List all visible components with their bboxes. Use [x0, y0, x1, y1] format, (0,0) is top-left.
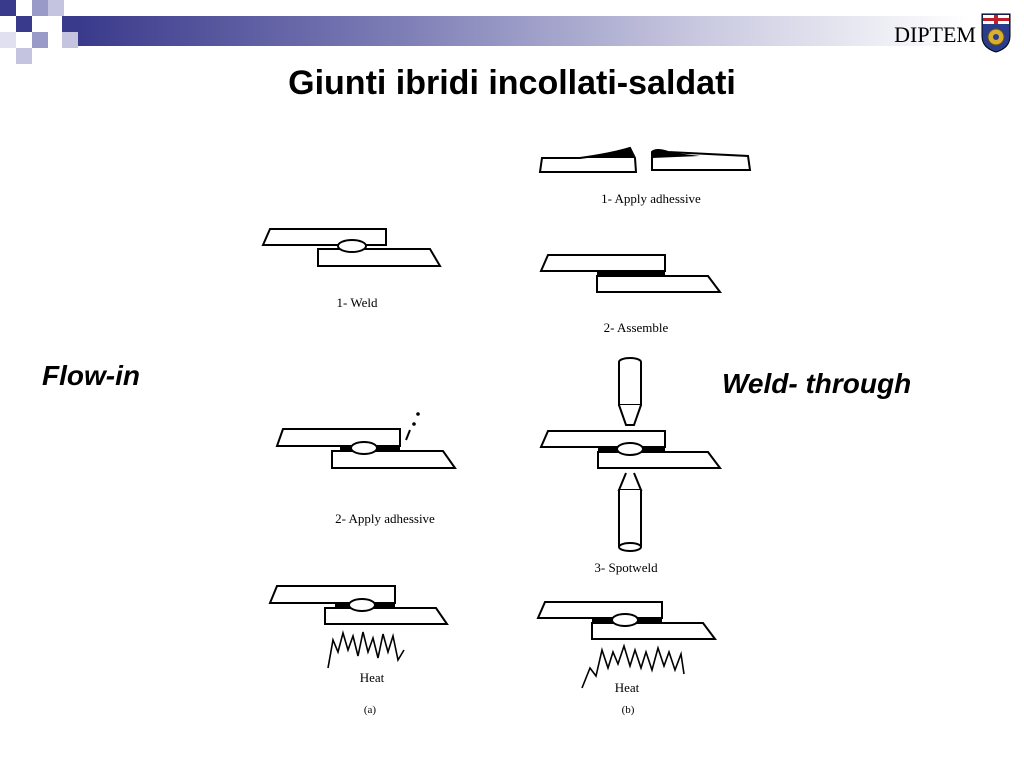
decor-square-1	[0, 0, 16, 16]
flow-in-label: Flow-in	[42, 360, 140, 391]
university-crest-icon	[981, 13, 1011, 53]
header-gradient-band	[78, 16, 970, 46]
a3-heat-sketch	[268, 585, 449, 669]
caption-a-tag: (a)	[364, 704, 377, 716]
decor-square-2	[16, 16, 32, 32]
decor-square-7	[16, 48, 32, 64]
logo-text: DIPTEM	[894, 22, 976, 47]
a1-weld-sketch	[261, 228, 442, 267]
caption-b3: 3- Spotweld	[594, 560, 658, 575]
decor-square-6	[32, 32, 48, 48]
b1-apply-adhesive-sketch	[538, 146, 752, 173]
caption-a2: 2- Apply adhessive	[335, 511, 435, 526]
b4-heat-sketch	[536, 601, 717, 689]
decor-square-5	[62, 16, 78, 32]
decor-square-9	[0, 32, 16, 48]
caption-b2: 2- Assemble	[604, 320, 669, 335]
b2-assemble-sketch	[539, 254, 722, 293]
a2-apply-adhesive-sketch	[275, 412, 457, 469]
decor-square-3	[32, 0, 48, 16]
slide-title: Giunti ibridi incollati-saldati	[288, 64, 736, 102]
b3-spotweld-sketch	[539, 357, 722, 552]
caption-b1: 1- Apply adhessive	[601, 191, 701, 206]
decor-square-8	[62, 32, 78, 48]
weld-through-label: Weld- through	[722, 368, 912, 399]
caption-a3: Heat	[360, 670, 385, 685]
caption-b4: Heat	[615, 680, 640, 695]
decor-square-4	[48, 0, 64, 16]
caption-b-tag: (b)	[622, 704, 635, 716]
caption-a1: 1- Weld	[337, 295, 378, 310]
